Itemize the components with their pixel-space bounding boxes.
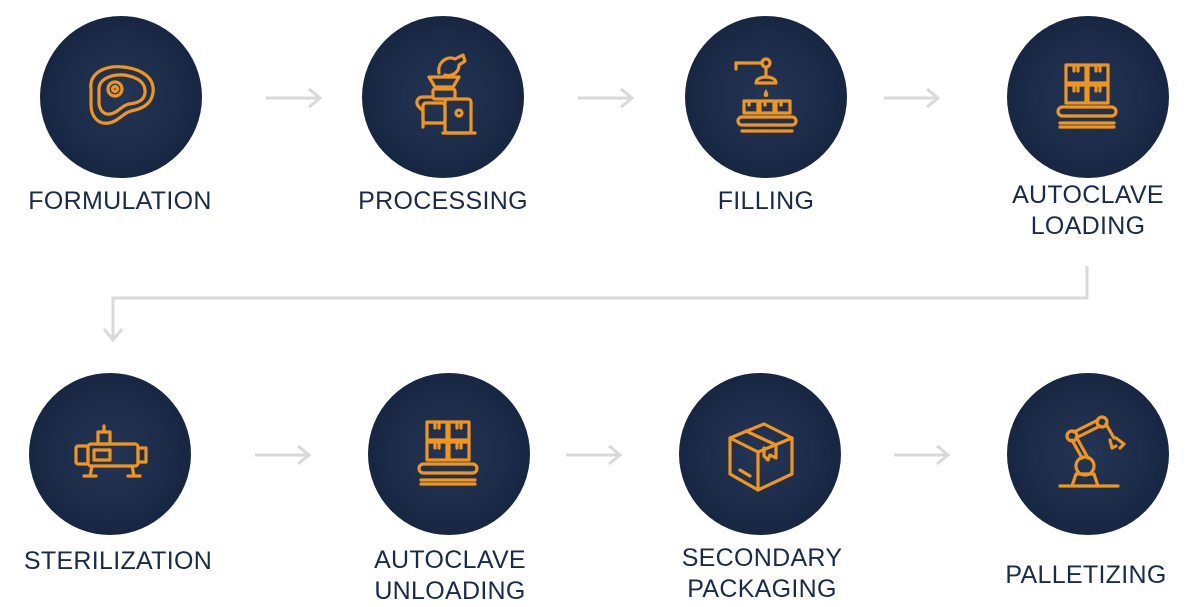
sterilization-circle — [29, 373, 191, 535]
step-label-sterilization: STERILIZATION — [23, 547, 213, 575]
arrow-right-1 — [266, 87, 323, 109]
step-label-palletizing: PALLETIZING — [1005, 561, 1167, 589]
processing-circle — [362, 16, 524, 178]
box-icon — [728, 422, 794, 492]
steak-icon — [89, 65, 155, 125]
boxes-on-conveyor-icon — [1056, 63, 1118, 129]
arrow-right-3 — [884, 87, 941, 109]
autoclave-unloading-circle — [368, 373, 530, 535]
arrow-right-4 — [255, 444, 312, 466]
palletizing-circle — [1007, 373, 1169, 535]
filling-machine-icon — [734, 57, 798, 133]
sterilizer-machine-icon — [74, 424, 148, 478]
secondary-packaging-circle — [679, 373, 841, 535]
autoclave-loading-circle — [1007, 16, 1169, 178]
step-label-formulation: FORMULATION — [28, 187, 212, 215]
arrow-right-2 — [578, 87, 635, 109]
step-label-processing: PROCESSING — [358, 187, 528, 215]
boxes-on-conveyor-icon — [417, 420, 479, 486]
robot-arm-icon — [1058, 415, 1126, 488]
step-label-filling: FILLING — [717, 187, 815, 215]
arrow-right-5 — [566, 444, 623, 466]
filling-circle — [685, 16, 847, 178]
meat-grinder-icon — [415, 53, 477, 135]
connector-arrow — [102, 266, 1089, 343]
formulation-circle — [40, 16, 202, 178]
arrow-right-6 — [894, 444, 951, 466]
